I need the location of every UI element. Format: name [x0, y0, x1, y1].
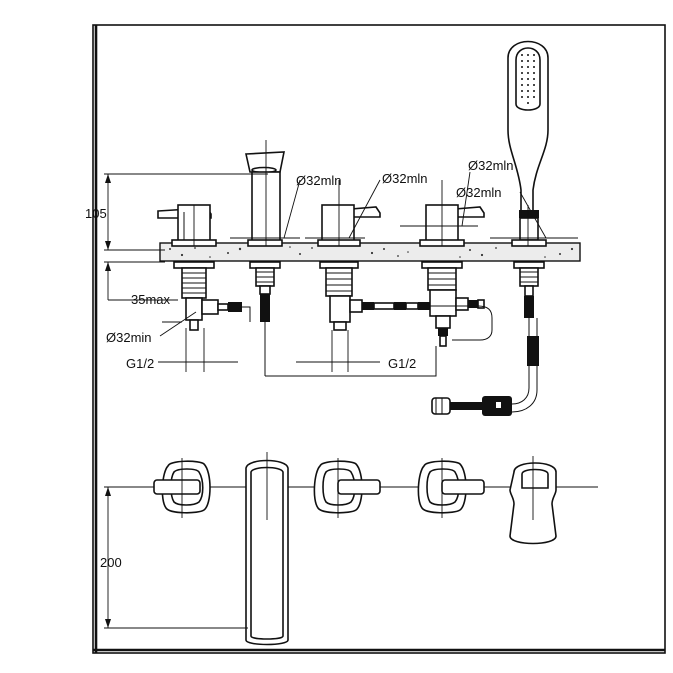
dimension-200	[104, 487, 248, 629]
dia-spout-label: Ø32mln	[296, 173, 342, 188]
dim-105-label: 105	[85, 206, 107, 221]
middle-handle-valve	[317, 204, 430, 331]
drawing-frame	[92, 24, 666, 654]
dia-right-1-label: Ø32mln	[468, 158, 514, 173]
dim-35max-label: 35max	[131, 292, 171, 307]
thread-left-label: G1/2	[126, 356, 154, 371]
spout-body	[245, 151, 285, 376]
left-handle-valve	[157, 204, 242, 331]
dia-mid-label: Ø32mln	[382, 171, 428, 186]
dim-200-label: 200	[100, 555, 122, 570]
plan-view	[104, 452, 598, 646]
deck-slab	[159, 242, 581, 262]
dia-right-2-label: Ø32mln	[456, 185, 502, 200]
dia-left-label: Ø32min	[106, 330, 152, 345]
dimension-lines-upper	[104, 171, 578, 372]
center-lines	[193, 140, 529, 246]
thread-mid-label: G1/2	[388, 356, 416, 371]
hand-shower	[431, 40, 549, 416]
routing-lines	[242, 305, 493, 377]
